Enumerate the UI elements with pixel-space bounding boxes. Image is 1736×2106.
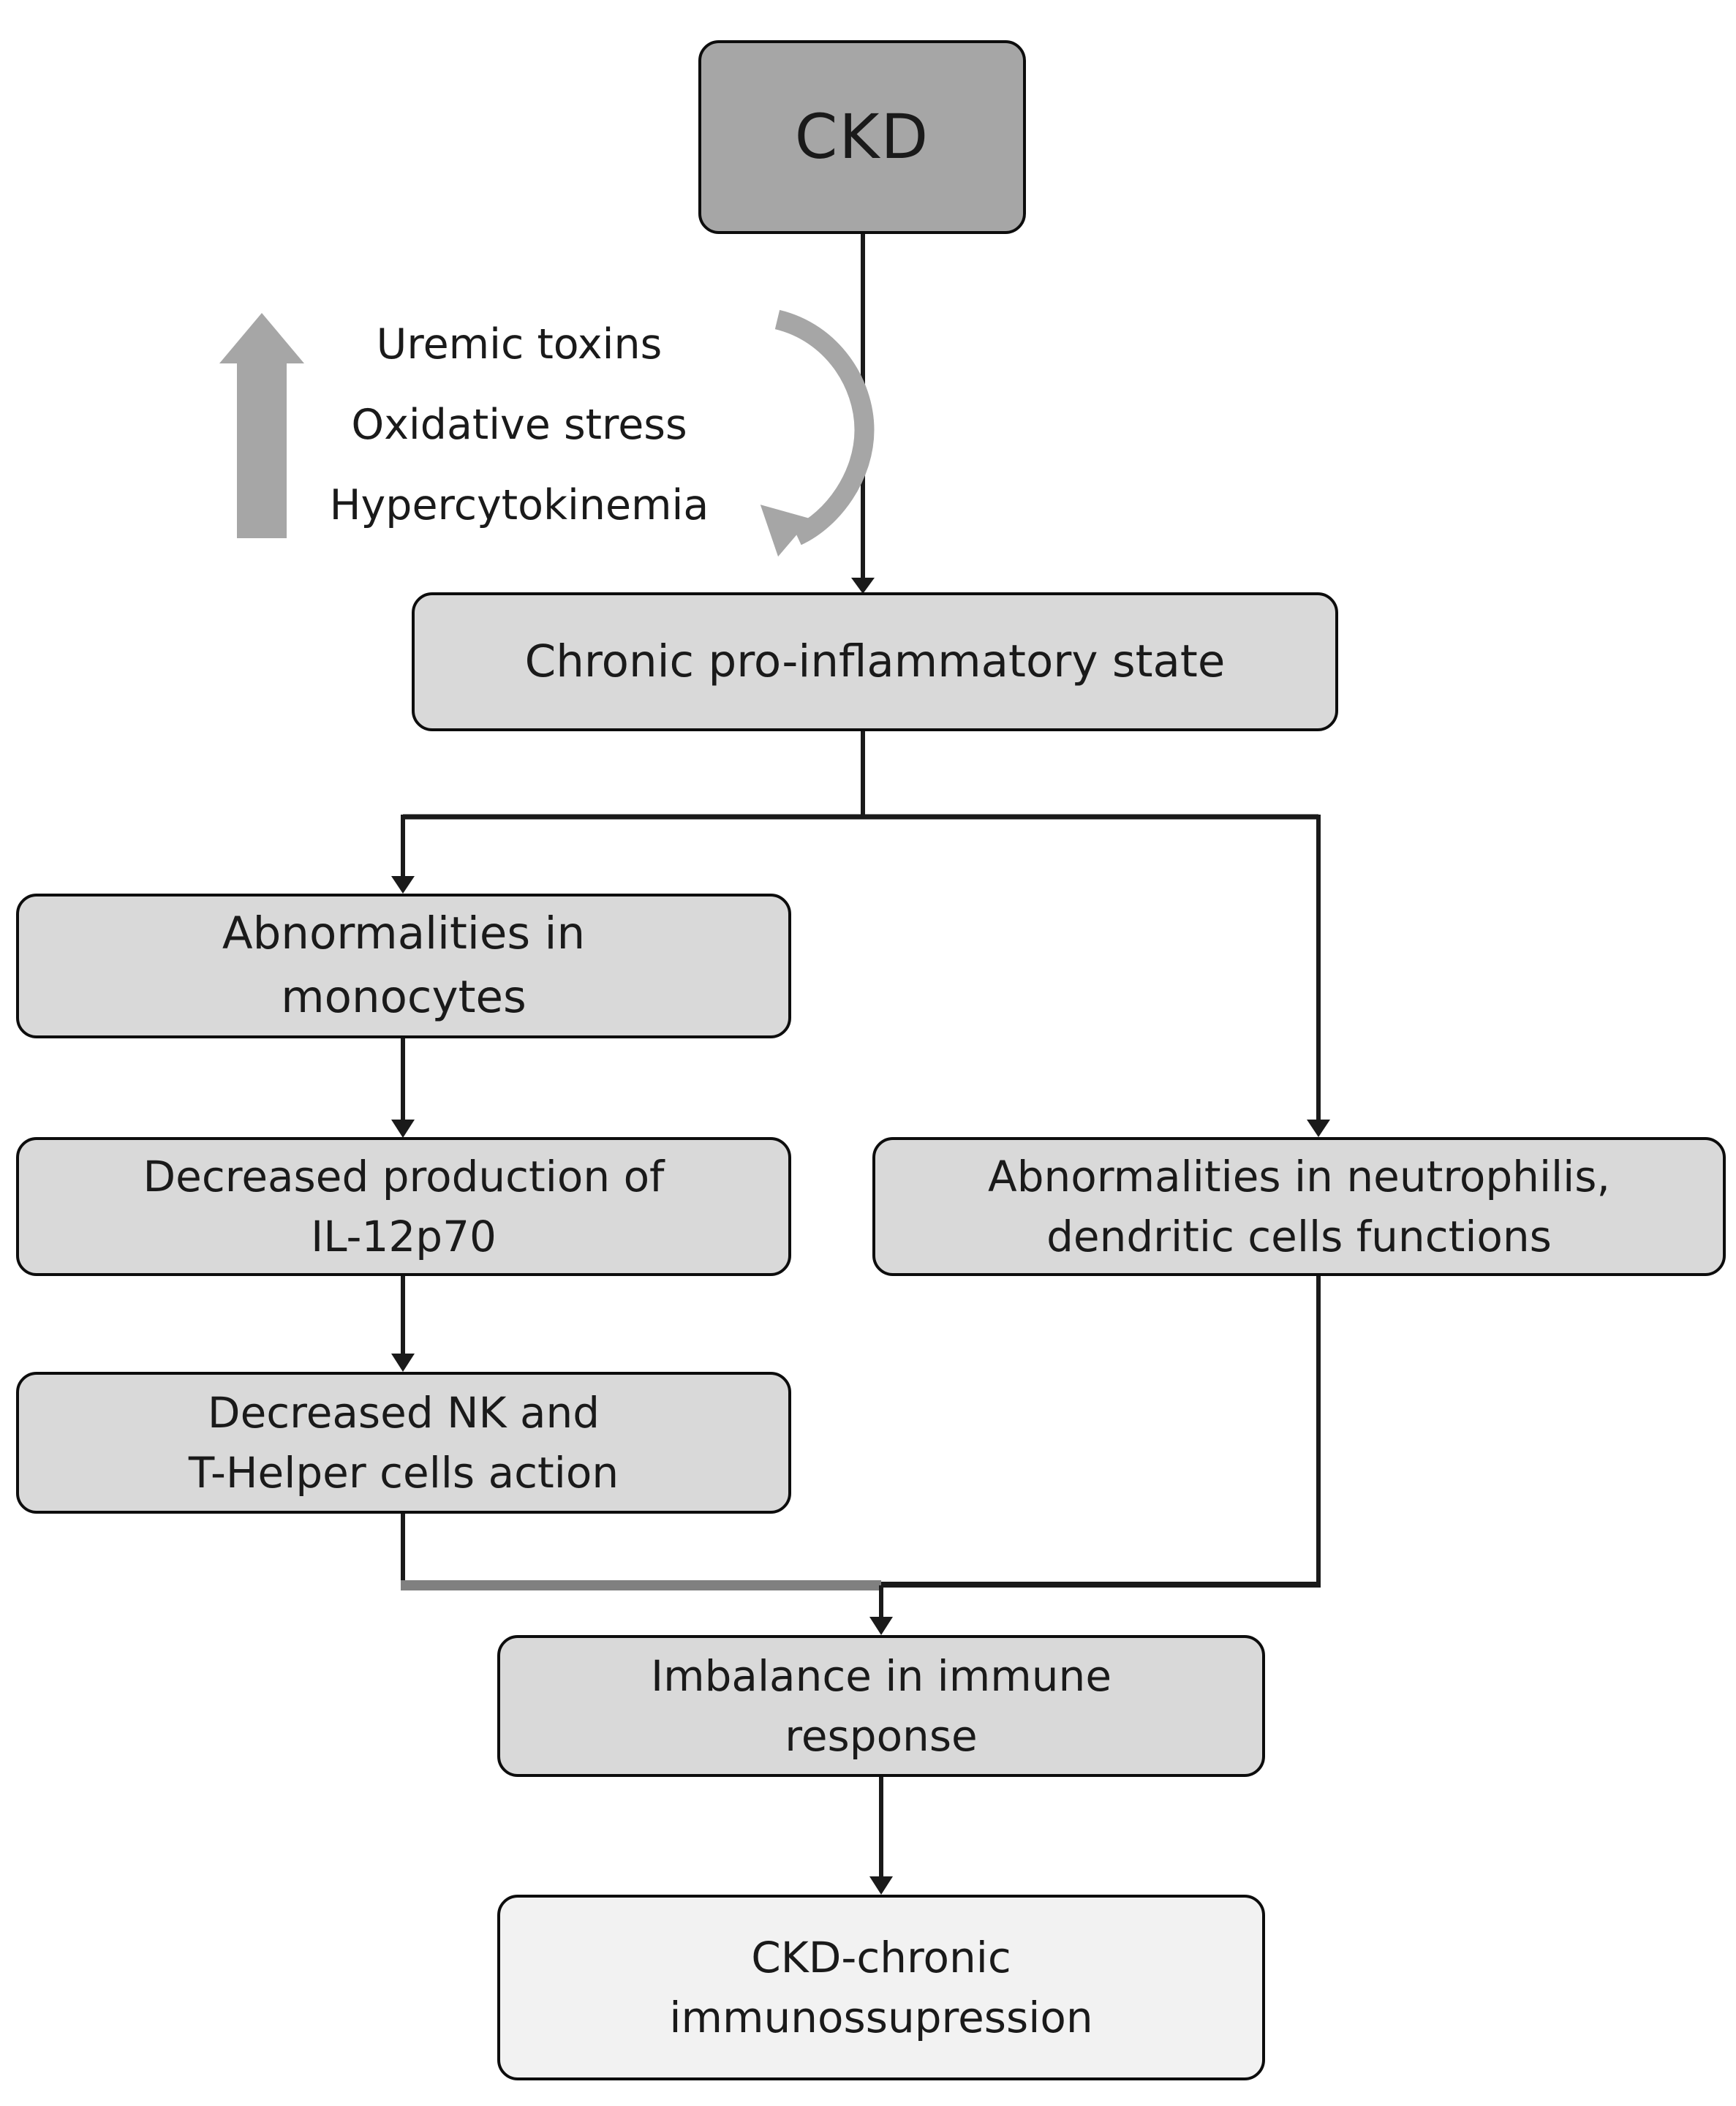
node-nk-line-1: T-Helper cells action <box>188 1448 619 1498</box>
edge-ckd-to-chronic <box>851 234 875 594</box>
node-neutrophils-line-1: dendritic cells functions <box>1046 1212 1552 1261</box>
node-neutrophils-line-0: Abnormalities in neutrophilis, <box>988 1151 1610 1201</box>
node-immunosup-line-1: immunossupression <box>669 1993 1093 2042</box>
node-monocytes-line-0: Abnormalities in <box>222 907 586 960</box>
node-imbalance-line-1: response <box>785 1711 978 1761</box>
node-chronic-line-0: Chronic pro-inflammatory state <box>524 635 1226 687</box>
node-imbalance-immune-response[interactable]: Imbalance in immune response <box>497 1635 1265 1777</box>
node-ckd-chronic-immunossupression[interactable]: CKD-chronic immunossupression <box>497 1895 1265 2080</box>
node-ckd[interactable]: CKD <box>698 40 1026 234</box>
node-ckd-line-0: CKD <box>794 100 930 173</box>
edge-il12-to-nk <box>391 1276 415 1372</box>
node-abnormalities-neutrophils-dendritic[interactable]: Abnormalities in neutrophilis, dendritic… <box>872 1137 1726 1276</box>
node-decreased-nk-thelper[interactable]: Decreased NK and T-Helper cells action <box>16 1372 791 1514</box>
factor-label-uremic-toxins: Uremic toxins <box>376 320 663 369</box>
increase-arrow-icon <box>219 313 304 538</box>
factor-label-oxidative-stress: Oxidative stress <box>351 401 687 449</box>
curved-feedback-arrow-icon <box>760 309 875 557</box>
edge-monocytes-to-il12 <box>391 1038 415 1138</box>
node-decreased-production-il12p70[interactable]: Decreased production of IL-12p70 <box>16 1137 791 1276</box>
node-chronic-pro-inflammatory-state[interactable]: Chronic pro-inflammatory state <box>412 592 1338 731</box>
node-il12-line-1: IL-12p70 <box>311 1212 497 1261</box>
node-il12-line-0: Decreased production of <box>143 1151 665 1201</box>
node-abnormalities-in-monocytes[interactable]: Abnormalities in monocytes <box>16 894 791 1038</box>
factor-label-hypercytokinemia: Hypercytokinemia <box>329 481 709 529</box>
node-imbalance-line-0: Imbalance in immune <box>650 1650 1112 1701</box>
node-monocytes-line-1: monocytes <box>281 971 527 1023</box>
node-immunosup-line-0: CKD-chronic <box>751 1932 1011 1982</box>
node-nk-line-0: Decreased NK and <box>207 1387 600 1438</box>
edge-imbalance-to-immunosup <box>869 1777 893 1895</box>
